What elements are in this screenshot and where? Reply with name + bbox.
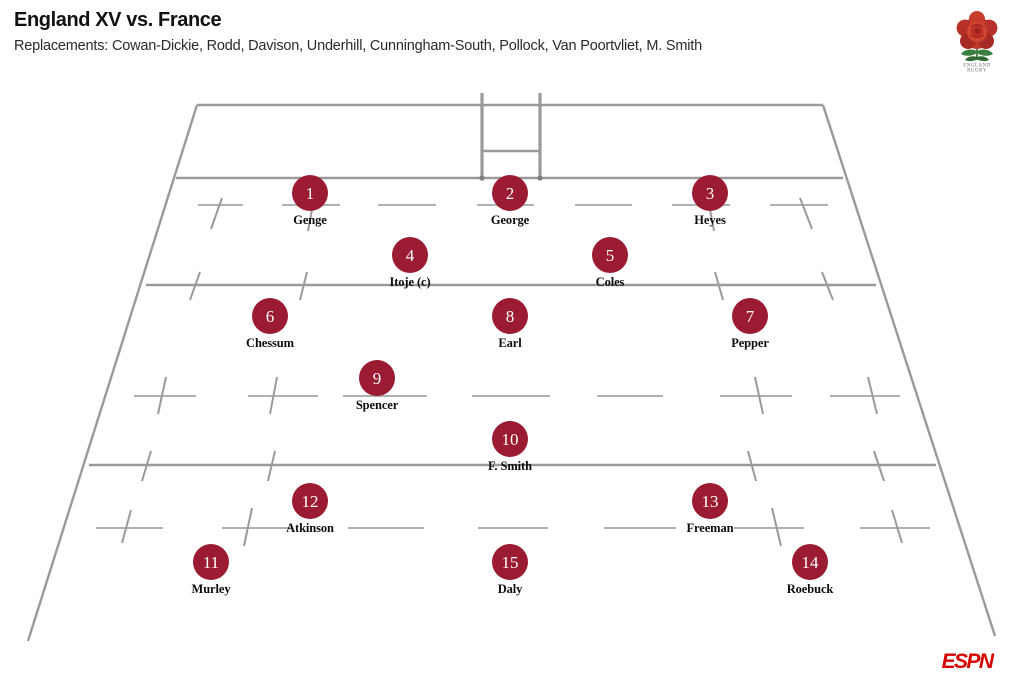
tick-marks-twenty-two [189, 271, 834, 301]
player-name-label: Daly [497, 582, 523, 596]
player-name-label: Roebuck [786, 582, 834, 596]
left-touchline [26, 104, 199, 642]
espn-wordmark: ESPN [942, 650, 995, 672]
player-name-label: Earl [498, 336, 522, 350]
player-number-badge: 4 [392, 237, 428, 273]
goal-posts [479, 93, 543, 181]
player-name-label: Pepper [731, 336, 769, 350]
player-number-badge: 10 [492, 421, 528, 457]
player-number-badge: 2 [492, 175, 528, 211]
espn-logo-svg: ESPN [942, 650, 997, 673]
crest-svg: ENGLAND RUGBY [956, 11, 998, 74]
right-touchline [821, 104, 997, 637]
player-name-label: George [490, 213, 530, 227]
tick-marks-halfway [141, 450, 885, 482]
player-name-label: Spencer [355, 398, 399, 412]
svg-text:RUGBY: RUGBY [967, 68, 987, 73]
player-number-badge: 9 [359, 360, 395, 396]
player-name-label: Chessum [246, 336, 294, 350]
player-number-badge: 1 [292, 175, 328, 211]
player-name-label: Itoje (c) [389, 275, 431, 289]
player-number-badge: 14 [792, 544, 828, 580]
tick-marks-lower [121, 507, 903, 547]
player-number-badge: 7 [732, 298, 768, 334]
player-number-badge: 11 [193, 544, 229, 580]
player-number-badge: 8 [492, 298, 528, 334]
player-name-label: Atkinson [286, 521, 334, 535]
england-rugby-rose-logo-icon: ENGLAND RUGBY [946, 6, 1008, 74]
player-name-label: Coles [595, 275, 625, 289]
svg-text:ENGLAND: ENGLAND [963, 63, 990, 69]
player-number-badge: 6 [252, 298, 288, 334]
player-name-label: Genge [293, 213, 327, 227]
player-name-label: Freeman [686, 521, 734, 535]
player-number-badge: 5 [592, 237, 628, 273]
replacements-list: Replacements: Cowan-Dickie, Rodd, Daviso… [14, 38, 702, 54]
player-marker-10[interactable]: 10 F. Smith [467, 421, 553, 474]
page-title: England XV vs. France [14, 9, 222, 31]
player-number-badge: 15 [492, 544, 528, 580]
tick-marks-ten-metre [157, 376, 878, 415]
espn-logo: ESPN [930, 650, 1004, 673]
player-name-label: Heyes [694, 213, 726, 227]
player-number-badge: 13 [692, 483, 728, 519]
player-name-label: Murley [191, 582, 231, 596]
player-number-badge: 3 [692, 175, 728, 211]
header: England XV vs. France Replacements: Cowa… [14, 8, 944, 55]
player-name-label: F. Smith [488, 459, 532, 473]
player-number-badge: 12 [292, 483, 328, 519]
